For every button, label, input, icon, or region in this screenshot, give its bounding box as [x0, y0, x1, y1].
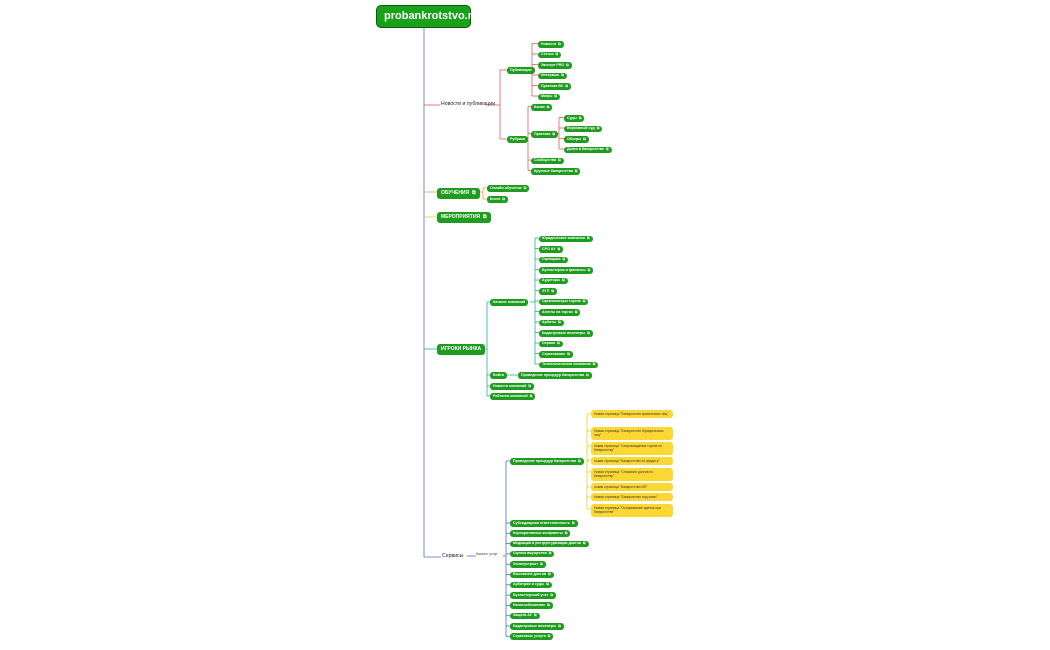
- catalog-item[interactable]: Арбиты: [539, 319, 564, 327]
- market-other[interactable]: Рейтинги компаний: [490, 393, 536, 400]
- page-note[interactable]: новая страница "Банкротство по кредиту": [591, 457, 673, 466]
- pubs-item[interactable]: Практика ВС: [538, 83, 571, 90]
- service-item[interactable]: Бухгалтерский учет: [510, 592, 556, 599]
- service-item[interactable]: Субсидиарная ответственность: [510, 520, 578, 527]
- service-item[interactable]: Взыскание долгов: [510, 571, 554, 579]
- training-item[interactable]: Книги: [487, 196, 508, 203]
- catalog-item[interactable]: Аудиторы: [539, 277, 568, 285]
- catalog-item[interactable]: Оценщики: [539, 256, 569, 264]
- practice-item[interactable]: Долги в банкротстве: [564, 146, 612, 154]
- procedures-node[interactable]: Проведение процедур банкротства: [510, 458, 584, 465]
- catalog-item[interactable]: Технологические компании: [539, 361, 599, 369]
- root-label: probankrotstvo.ru: [384, 10, 479, 22]
- page-note[interactable]: Новая страница "Банкротство под ключ": [591, 493, 673, 502]
- catalog-item[interactable]: Страхование: [539, 351, 573, 358]
- catalog-item[interactable]: СРО АУ: [539, 246, 564, 253]
- rubric-item[interactable]: Крупные банкротства: [531, 168, 581, 175]
- catalog-uslug-label: Каталог услуг: [476, 552, 498, 556]
- pubs-item[interactable]: Эксперт PRO: [538, 62, 572, 69]
- page-note[interactable]: новая страница "Банкротство ИП": [591, 483, 673, 492]
- pubs-item[interactable]: Мифы: [538, 93, 560, 101]
- market-other[interactable]: Войти: [490, 372, 507, 379]
- pubs-node[interactable]: Публикации: [507, 67, 535, 74]
- page-note[interactable]: новая страница "Сопровождения торгов по …: [591, 442, 673, 455]
- market-node[interactable]: ИГРОКИ РЫНКА: [437, 344, 486, 355]
- catalog-item[interactable]: Кадастровые инженеры: [539, 330, 593, 337]
- catalog-item[interactable]: Юридические компании: [539, 235, 593, 243]
- catalog-item[interactable]: Агенты на торгах: [539, 309, 581, 316]
- page-note[interactable]: Новая страница "Списание долгов по банкр…: [591, 468, 673, 481]
- service-item[interactable]: Налогообложение: [510, 602, 553, 609]
- service-item[interactable]: Арбитраж и суды: [510, 581, 552, 589]
- rubric-item[interactable]: Сообщества: [531, 157, 564, 165]
- page-note[interactable]: Новая страница "Банкротство физических л…: [591, 410, 673, 419]
- catalog-item[interactable]: Охрана: [539, 340, 563, 348]
- voiti-child[interactable]: Проведение процедур банкротства: [518, 372, 592, 379]
- practice-item[interactable]: Обзоры: [564, 136, 589, 143]
- market-other[interactable]: Новости компаний: [490, 383, 534, 390]
- practice-item[interactable]: Верховный суд: [564, 125, 603, 133]
- rubric-practice[interactable]: Практика: [531, 131, 558, 138]
- service-item[interactable]: Защита АУ: [510, 612, 540, 620]
- services-node[interactable]: Сервисы: [442, 553, 464, 559]
- catalog-item[interactable]: ЭТП: [539, 288, 557, 295]
- training-item[interactable]: Онлайн-обучение: [487, 185, 530, 192]
- page-note[interactable]: Новая страница "Оспаривание сделок при б…: [591, 504, 673, 517]
- training-node[interactable]: ОБУЧЕНИЯ: [437, 188, 480, 199]
- service-item[interactable]: Землеустроит: [510, 561, 546, 568]
- service-item[interactable]: Корпоративные конфликты: [510, 530, 571, 537]
- service-item[interactable]: Оценка имущества: [510, 550, 555, 558]
- rubrics-node[interactable]: Рубрики: [507, 136, 529, 143]
- catalog-node[interactable]: Каталог компаний: [490, 299, 529, 306]
- page-note[interactable]: Новая страница "Банкротство Юридических …: [591, 427, 673, 440]
- practice-item[interactable]: Суды: [564, 115, 585, 122]
- pubs-item[interactable]: Статьи: [538, 51, 562, 59]
- root-node[interactable]: probankrotstvo.ru: [376, 5, 479, 28]
- service-item[interactable]: Страховые услуги: [510, 633, 554, 640]
- events-node[interactable]: МЕРОПРИЯТИЯ: [437, 212, 491, 223]
- rubric-item[interactable]: Банки: [531, 104, 553, 111]
- pubs-item[interactable]: Новости: [538, 41, 564, 48]
- service-item[interactable]: Кадастровые инженеры: [510, 623, 564, 630]
- pubs-item[interactable]: Интервью: [538, 72, 567, 80]
- catalog-item[interactable]: Бухгалтерия и финансы: [539, 267, 594, 274]
- news-node[interactable]: Новости и публикации: [441, 101, 496, 107]
- catalog-item[interactable]: Организаторы торгов: [539, 298, 589, 306]
- service-item[interactable]: Медиация и реструктуризация долгов: [510, 540, 589, 548]
